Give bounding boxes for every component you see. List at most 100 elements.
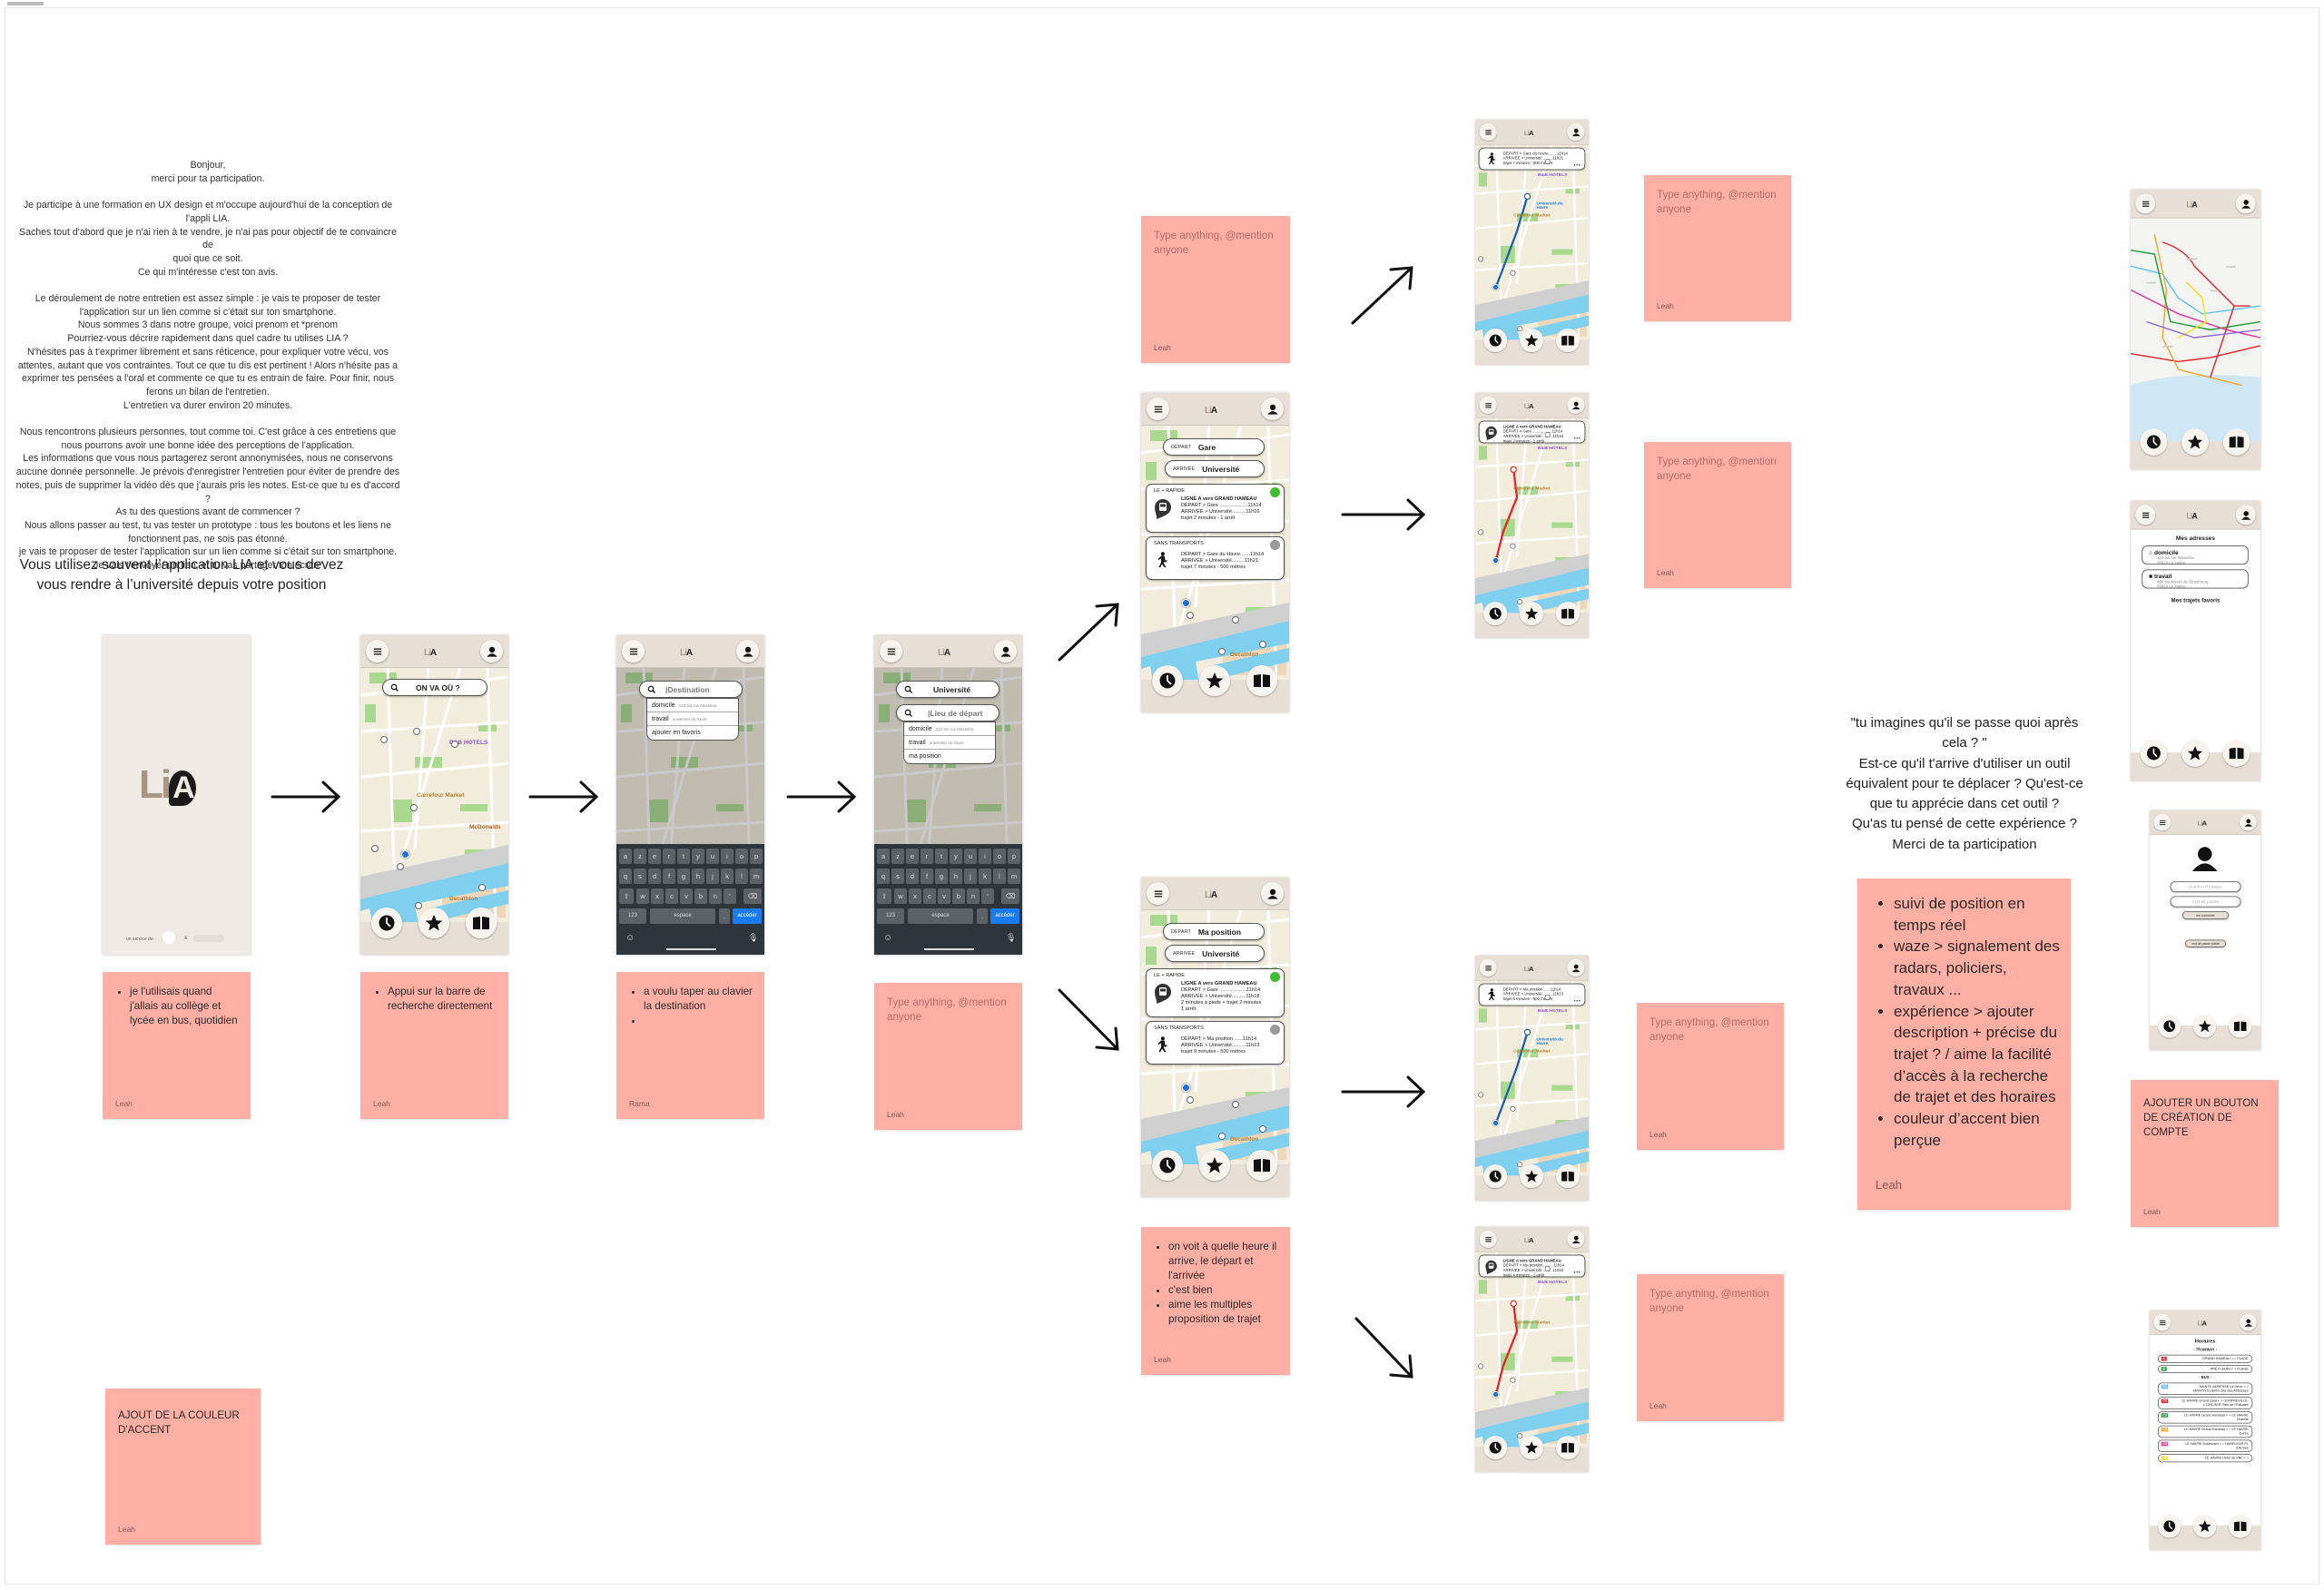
- menu-button[interactable]: [2135, 505, 2156, 525]
- bus-stop-marker[interactable]: [1510, 1105, 1516, 1112]
- sticky-note[interactable]: je l'utilisais quand j'allais au collège…: [103, 972, 251, 1119]
- poi-university[interactable]: Université du Havre: [1536, 201, 1563, 211]
- password-input[interactable]: mot de passe: [2170, 896, 2241, 908]
- key-j[interactable]: j: [706, 869, 719, 884]
- favorites-tab[interactable]: [2181, 740, 2209, 767]
- profile-button[interactable]: [2235, 193, 2256, 214]
- key-b[interactable]: b: [952, 888, 965, 904]
- key-v[interactable]: v: [938, 888, 950, 904]
- schedules-tab[interactable]: [1152, 1150, 1183, 1181]
- key-w[interactable]: w: [894, 888, 907, 904]
- period-key[interactable]: .: [977, 908, 988, 924]
- key-w[interactable]: w: [636, 888, 649, 904]
- poi-market[interactable]: Carrefour Market: [417, 792, 465, 799]
- numbers-key[interactable]: 123: [877, 908, 904, 924]
- bus-stop-marker[interactable]: [1517, 326, 1523, 332]
- key-f[interactable]: f: [663, 869, 675, 884]
- bus-stop-marker[interactable]: [410, 804, 418, 811]
- map-tab[interactable]: [1555, 329, 1581, 353]
- menu-button[interactable]: [2153, 813, 2171, 831]
- go-button[interactable]: [1270, 1025, 1280, 1035]
- more-options-icon[interactable]: •••: [1573, 162, 1581, 168]
- bus-stop-marker[interactable]: [1517, 599, 1523, 605]
- poi-university[interactable]: Université du Havre: [1536, 1037, 1563, 1046]
- menu-button[interactable]: [1479, 396, 1497, 415]
- map-tab[interactable]: [1246, 1150, 1277, 1181]
- schedules-tab[interactable]: [2158, 1515, 2181, 1538]
- map-tab[interactable]: [1555, 1164, 1581, 1189]
- sticky-note[interactable]: Appui sur la barre de recherche directem…: [360, 972, 508, 1119]
- bus-stop-marker[interactable]: [1232, 1101, 1239, 1108]
- poi-market[interactable]: Carrefour Market: [1513, 1048, 1551, 1055]
- key-f[interactable]: f: [921, 869, 933, 884]
- key-'[interactable]: ': [981, 888, 994, 904]
- menu-button[interactable]: [1479, 1230, 1497, 1249]
- menu-button[interactable]: [2135, 193, 2156, 214]
- bus-stop-marker[interactable]: [1187, 612, 1194, 619]
- key-s[interactable]: s: [891, 869, 904, 884]
- menu-button[interactable]: [1147, 882, 1169, 905]
- key-l[interactable]: l: [993, 869, 1006, 884]
- key-i[interactable]: i: [721, 849, 734, 864]
- schedules-tab[interactable]: [1483, 602, 1508, 626]
- key-h[interactable]: h: [692, 869, 704, 884]
- poi-hotel[interactable]: B&B HOTELS: [449, 740, 488, 746]
- favorites-tab[interactable]: [1199, 665, 1230, 696]
- bus-stop-marker[interactable]: [1544, 431, 1551, 438]
- menu-button[interactable]: [1479, 123, 1497, 142]
- go-button[interactable]: [1270, 540, 1280, 550]
- menu-button[interactable]: [880, 640, 902, 662]
- key-d[interactable]: d: [906, 869, 919, 884]
- backspace-key[interactable]: ⌫: [1001, 888, 1019, 904]
- key-g[interactable]: g: [677, 869, 690, 884]
- schedules-tab[interactable]: [1483, 1164, 1508, 1189]
- bus-stop-marker[interactable]: [1517, 1162, 1523, 1168]
- forgot-password-button[interactable]: mot de passe oublié: [2185, 939, 2226, 947]
- user-number-input[interactable]: numéro d'usager: [2170, 881, 2241, 892]
- bus-stop-marker[interactable]: [397, 863, 404, 870]
- key-g[interactable]: g: [935, 869, 948, 884]
- departure-input[interactable]: |Lieu de départ: [896, 704, 1000, 721]
- bus-stop-marker[interactable]: [415, 902, 422, 909]
- favorites-tab[interactable]: [1520, 1436, 1544, 1460]
- shift-key[interactable]: ⇧: [877, 888, 891, 904]
- key-u[interactable]: u: [964, 849, 977, 864]
- key-x[interactable]: x: [909, 888, 921, 904]
- favorites-tab[interactable]: [2181, 428, 2209, 456]
- profile-button[interactable]: [1567, 123, 1585, 142]
- emoji-key[interactable]: ☺: [625, 933, 635, 943]
- favorites-tab[interactable]: [2193, 1015, 2217, 1038]
- key-o[interactable]: o: [993, 849, 1006, 864]
- key-p[interactable]: p: [1008, 849, 1020, 864]
- bus-stop-marker[interactable]: [1478, 529, 1484, 535]
- poi-store[interactable]: Decathlon: [1230, 652, 1259, 658]
- bus-stop-marker[interactable]: [1478, 256, 1484, 262]
- search-bar[interactable]: ON VA OÙ ?: [382, 679, 487, 696]
- key-c[interactable]: c: [923, 888, 936, 904]
- poi-store[interactable]: Decathlon: [449, 896, 478, 902]
- bus-stop-marker[interactable]: [451, 741, 458, 748]
- key-a[interactable]: a: [877, 849, 890, 864]
- schedules-tab[interactable]: [1483, 1436, 1508, 1460]
- bus-stop-marker[interactable]: [371, 845, 379, 852]
- schedules-tab[interactable]: [1152, 665, 1183, 696]
- key-'[interactable]: ': [724, 888, 736, 904]
- go-key[interactable]: accéder: [733, 908, 762, 924]
